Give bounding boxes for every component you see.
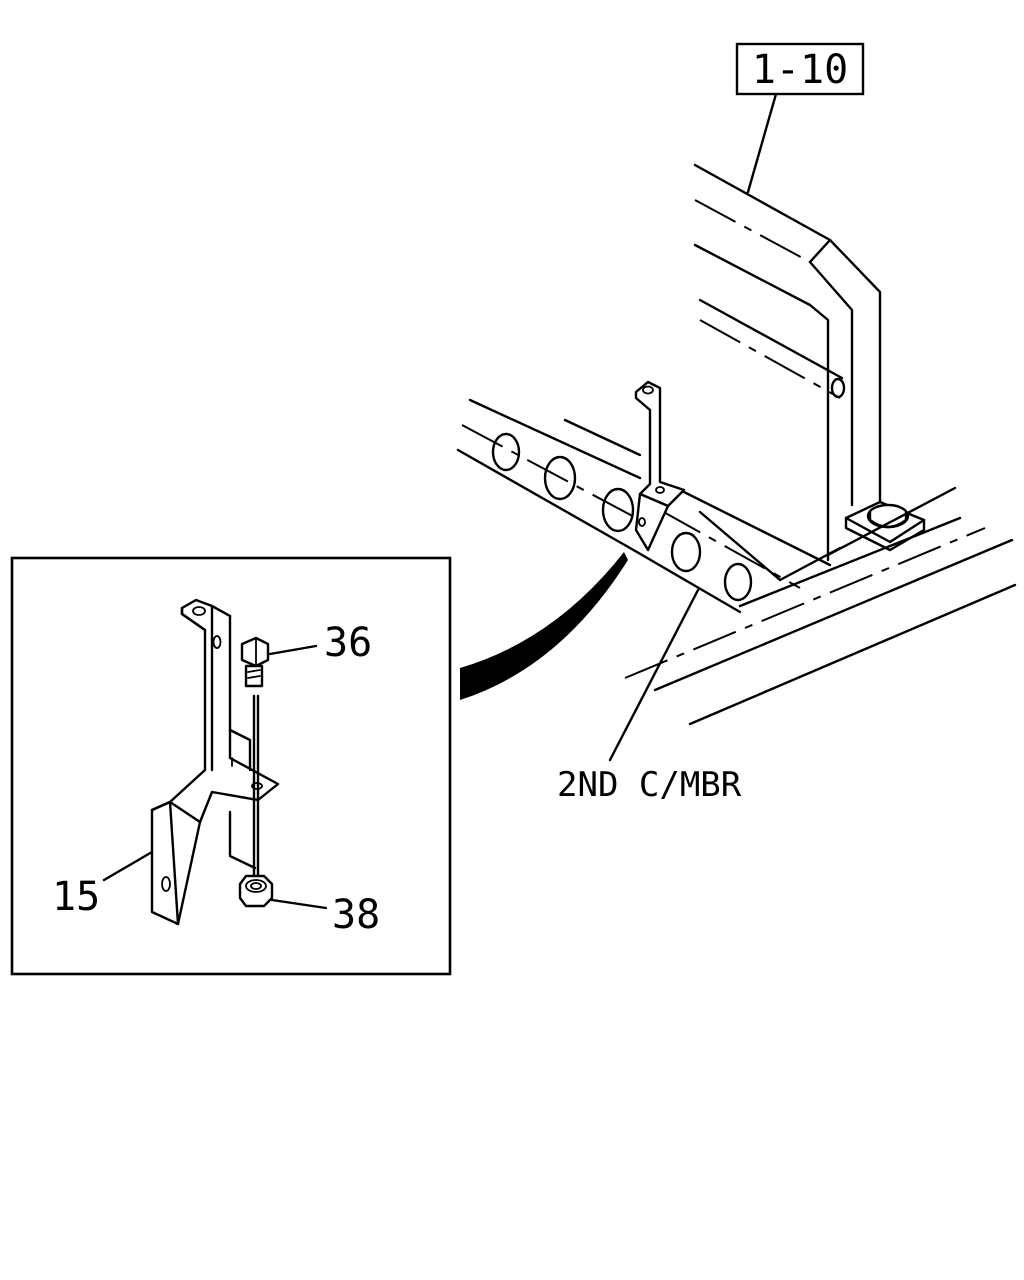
detail-pointer — [460, 552, 628, 700]
frame-assembly — [456, 163, 1017, 726]
leader-38 — [270, 898, 328, 910]
leader-36 — [268, 644, 318, 656]
nut-part — [238, 874, 274, 908]
reference-box[interactable]: 1-10 — [735, 42, 865, 96]
part-15-label: 15 — [52, 874, 100, 920]
part-36-label: 36 — [324, 620, 372, 666]
ref-leader — [746, 92, 778, 194]
part-38-label: 38 — [332, 892, 380, 938]
detail-inset: 36 38 15 — [10, 556, 452, 976]
reference-label: 1-10 — [752, 47, 848, 93]
bolt-part — [240, 636, 270, 880]
bracket-part — [150, 598, 280, 926]
member-label: 2ND C/MBR — [557, 765, 742, 805]
leader-15 — [102, 850, 154, 882]
member-leader — [608, 588, 700, 762]
